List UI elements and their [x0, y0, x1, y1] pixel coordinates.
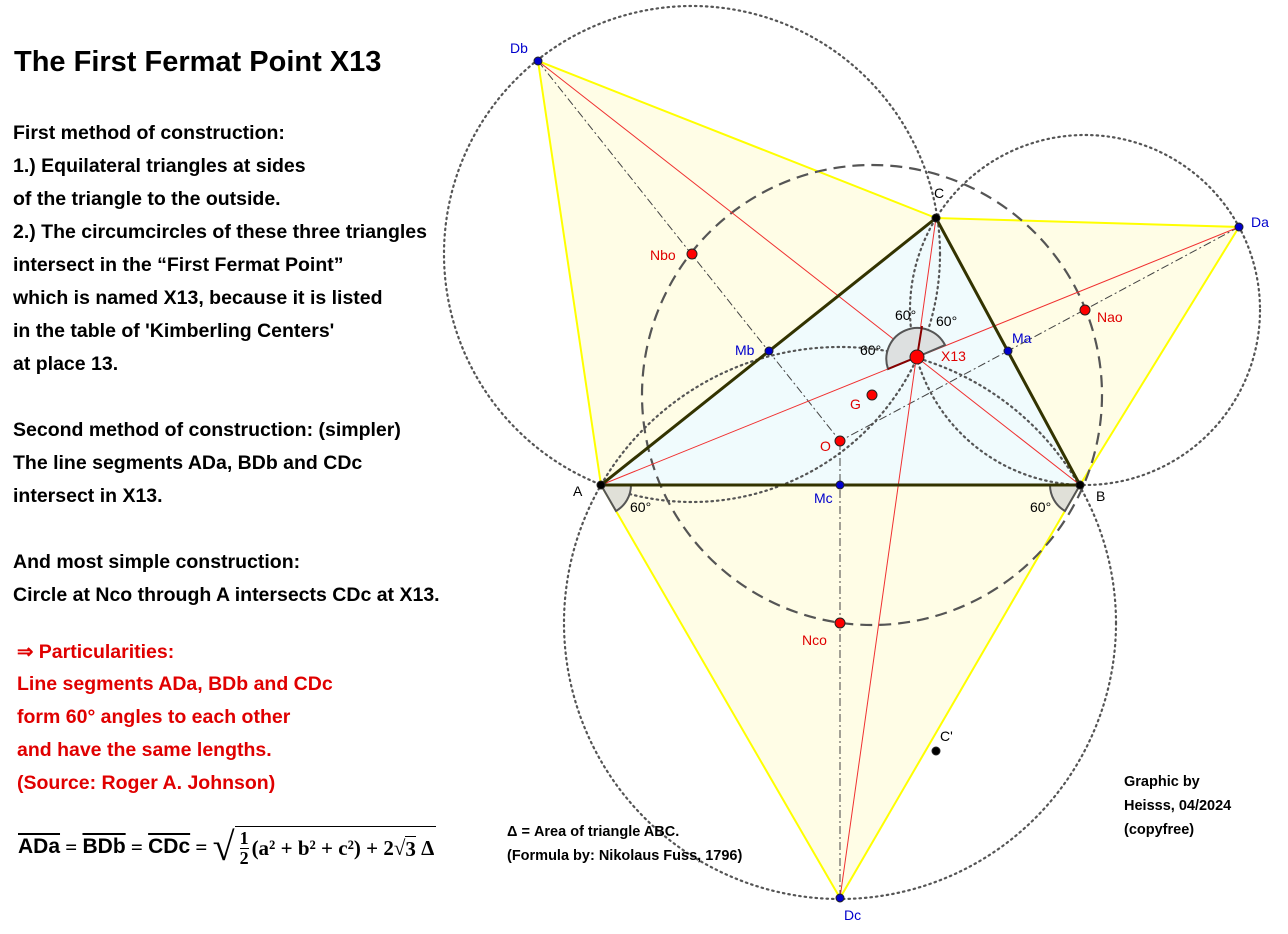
particularity-line: form 60° angles to each other: [17, 706, 291, 728]
credit-line-2: Heisss, 04/2024: [1124, 798, 1232, 814]
equals: =: [130, 834, 143, 859]
formula-note-area: Δ = Area of triangle ABC.: [507, 824, 680, 840]
label-Nbo: Nbo: [650, 247, 676, 263]
formula-inner: (a² + b² + c²) + 2: [251, 836, 394, 860]
equals: =: [195, 834, 208, 859]
point-A: [596, 480, 606, 490]
description-line: Circle at Nco through A intersects CDc a…: [13, 584, 440, 606]
circumcircle-Nco: [562, 345, 1118, 901]
point-Mb: [764, 346, 774, 356]
description-line: The line segments ADa, BDb and CDc: [13, 452, 363, 474]
point-Mc: [835, 480, 845, 490]
point-Da: [1234, 222, 1244, 232]
label-A: A: [573, 483, 583, 499]
angle-arc-A: [599, 484, 633, 513]
label-Nao: Nao: [1097, 309, 1123, 325]
credit-line-1: Graphic by: [1124, 774, 1200, 790]
angle-label-60: 60°: [630, 499, 651, 515]
page-title: The First Fermat Point X13: [14, 46, 382, 78]
description-line: which is named X13, because it is listed: [13, 287, 383, 309]
label-Da: Da: [1251, 214, 1269, 230]
credit-line-3: (copyfree): [1124, 822, 1195, 838]
label-X13: X13: [941, 348, 966, 364]
segment-BDb: BDb: [82, 835, 126, 858]
label-Dc: Dc: [844, 907, 861, 923]
point-C: [931, 213, 941, 223]
point-O: [834, 435, 846, 447]
segment-ADa: ADa: [18, 835, 61, 858]
angle-arc-X13: [885, 327, 947, 371]
particularity-line: and have the same lengths.: [17, 739, 272, 761]
formula-note-source: (Formula by: Nikolaus Fuss, 1796): [507, 848, 743, 864]
angle-label-60: 60°: [895, 307, 916, 323]
label-Nco: Nco: [802, 632, 827, 648]
description-line: And most simple construction:: [13, 551, 301, 573]
angle-label-60: 60°: [936, 313, 957, 329]
description-line: 1.) Equilateral triangles at sides: [13, 155, 306, 177]
point-Nao: [1079, 304, 1091, 316]
perpendicular-bisector: [839, 226, 1240, 442]
description-line: 2.) The circumcircles of these three tri…: [13, 221, 427, 243]
dashed-circle: [640, 163, 1104, 627]
label-Mb: Mb: [735, 342, 755, 358]
sqrt-sign-small: √: [393, 836, 406, 860]
description-line: in the table of 'Kimberling Centers': [13, 320, 335, 342]
triangle-abc-fill: [601, 218, 1080, 485]
point-Nco: [834, 617, 846, 629]
particularity-line: (Source: Roger A. Johnson): [17, 772, 276, 794]
label-Db: Db: [510, 40, 528, 56]
angle-arc-B: [1048, 484, 1082, 513]
segment-BDb: [537, 60, 1081, 486]
description-line: intersect in X13.: [13, 485, 163, 507]
label-O: O: [820, 438, 831, 454]
point-Db: [533, 56, 543, 66]
description-line: of the triangle to the outside.: [13, 188, 281, 210]
particularity-line: Line segments ADa, BDb and CDc: [17, 673, 333, 695]
angle-label-60: 60°: [860, 342, 881, 358]
delta-symbol: Δ: [421, 836, 435, 860]
denominator: 2: [239, 848, 249, 868]
label-Cp: C': [940, 728, 953, 744]
description-line: Second method of construction: (simpler): [13, 419, 401, 441]
circumcircle-Nbo: [442, 4, 942, 504]
point-Dc: [835, 893, 845, 903]
description-line: First method of construction:: [13, 122, 285, 144]
label-C: C: [934, 185, 944, 201]
point-X13: [909, 349, 925, 365]
equals: =: [65, 834, 78, 859]
label-Ma: Ma: [1012, 330, 1032, 346]
segment-CDc: CDc: [148, 835, 191, 858]
angle-label-60: 60°: [1030, 499, 1051, 515]
label-Mc: Mc: [814, 490, 833, 506]
numerator: 1: [239, 828, 249, 849]
point-Ma: [1003, 346, 1013, 356]
description-line: intersect in the “First Fermat Point”: [13, 254, 344, 276]
label-G: G: [850, 396, 861, 412]
point-Cp: [931, 746, 941, 756]
point-B: [1075, 480, 1085, 490]
point-Nbo: [686, 248, 698, 260]
particularity-line: ⇒ Particularities:: [17, 641, 175, 663]
root-three: 3: [405, 835, 416, 861]
sqrt-sign: √: [212, 824, 235, 869]
description-line: at place 13.: [13, 353, 119, 375]
point-G: [866, 389, 878, 401]
label-B: B: [1096, 488, 1105, 504]
circumcircle-Nao: [908, 133, 1262, 487]
